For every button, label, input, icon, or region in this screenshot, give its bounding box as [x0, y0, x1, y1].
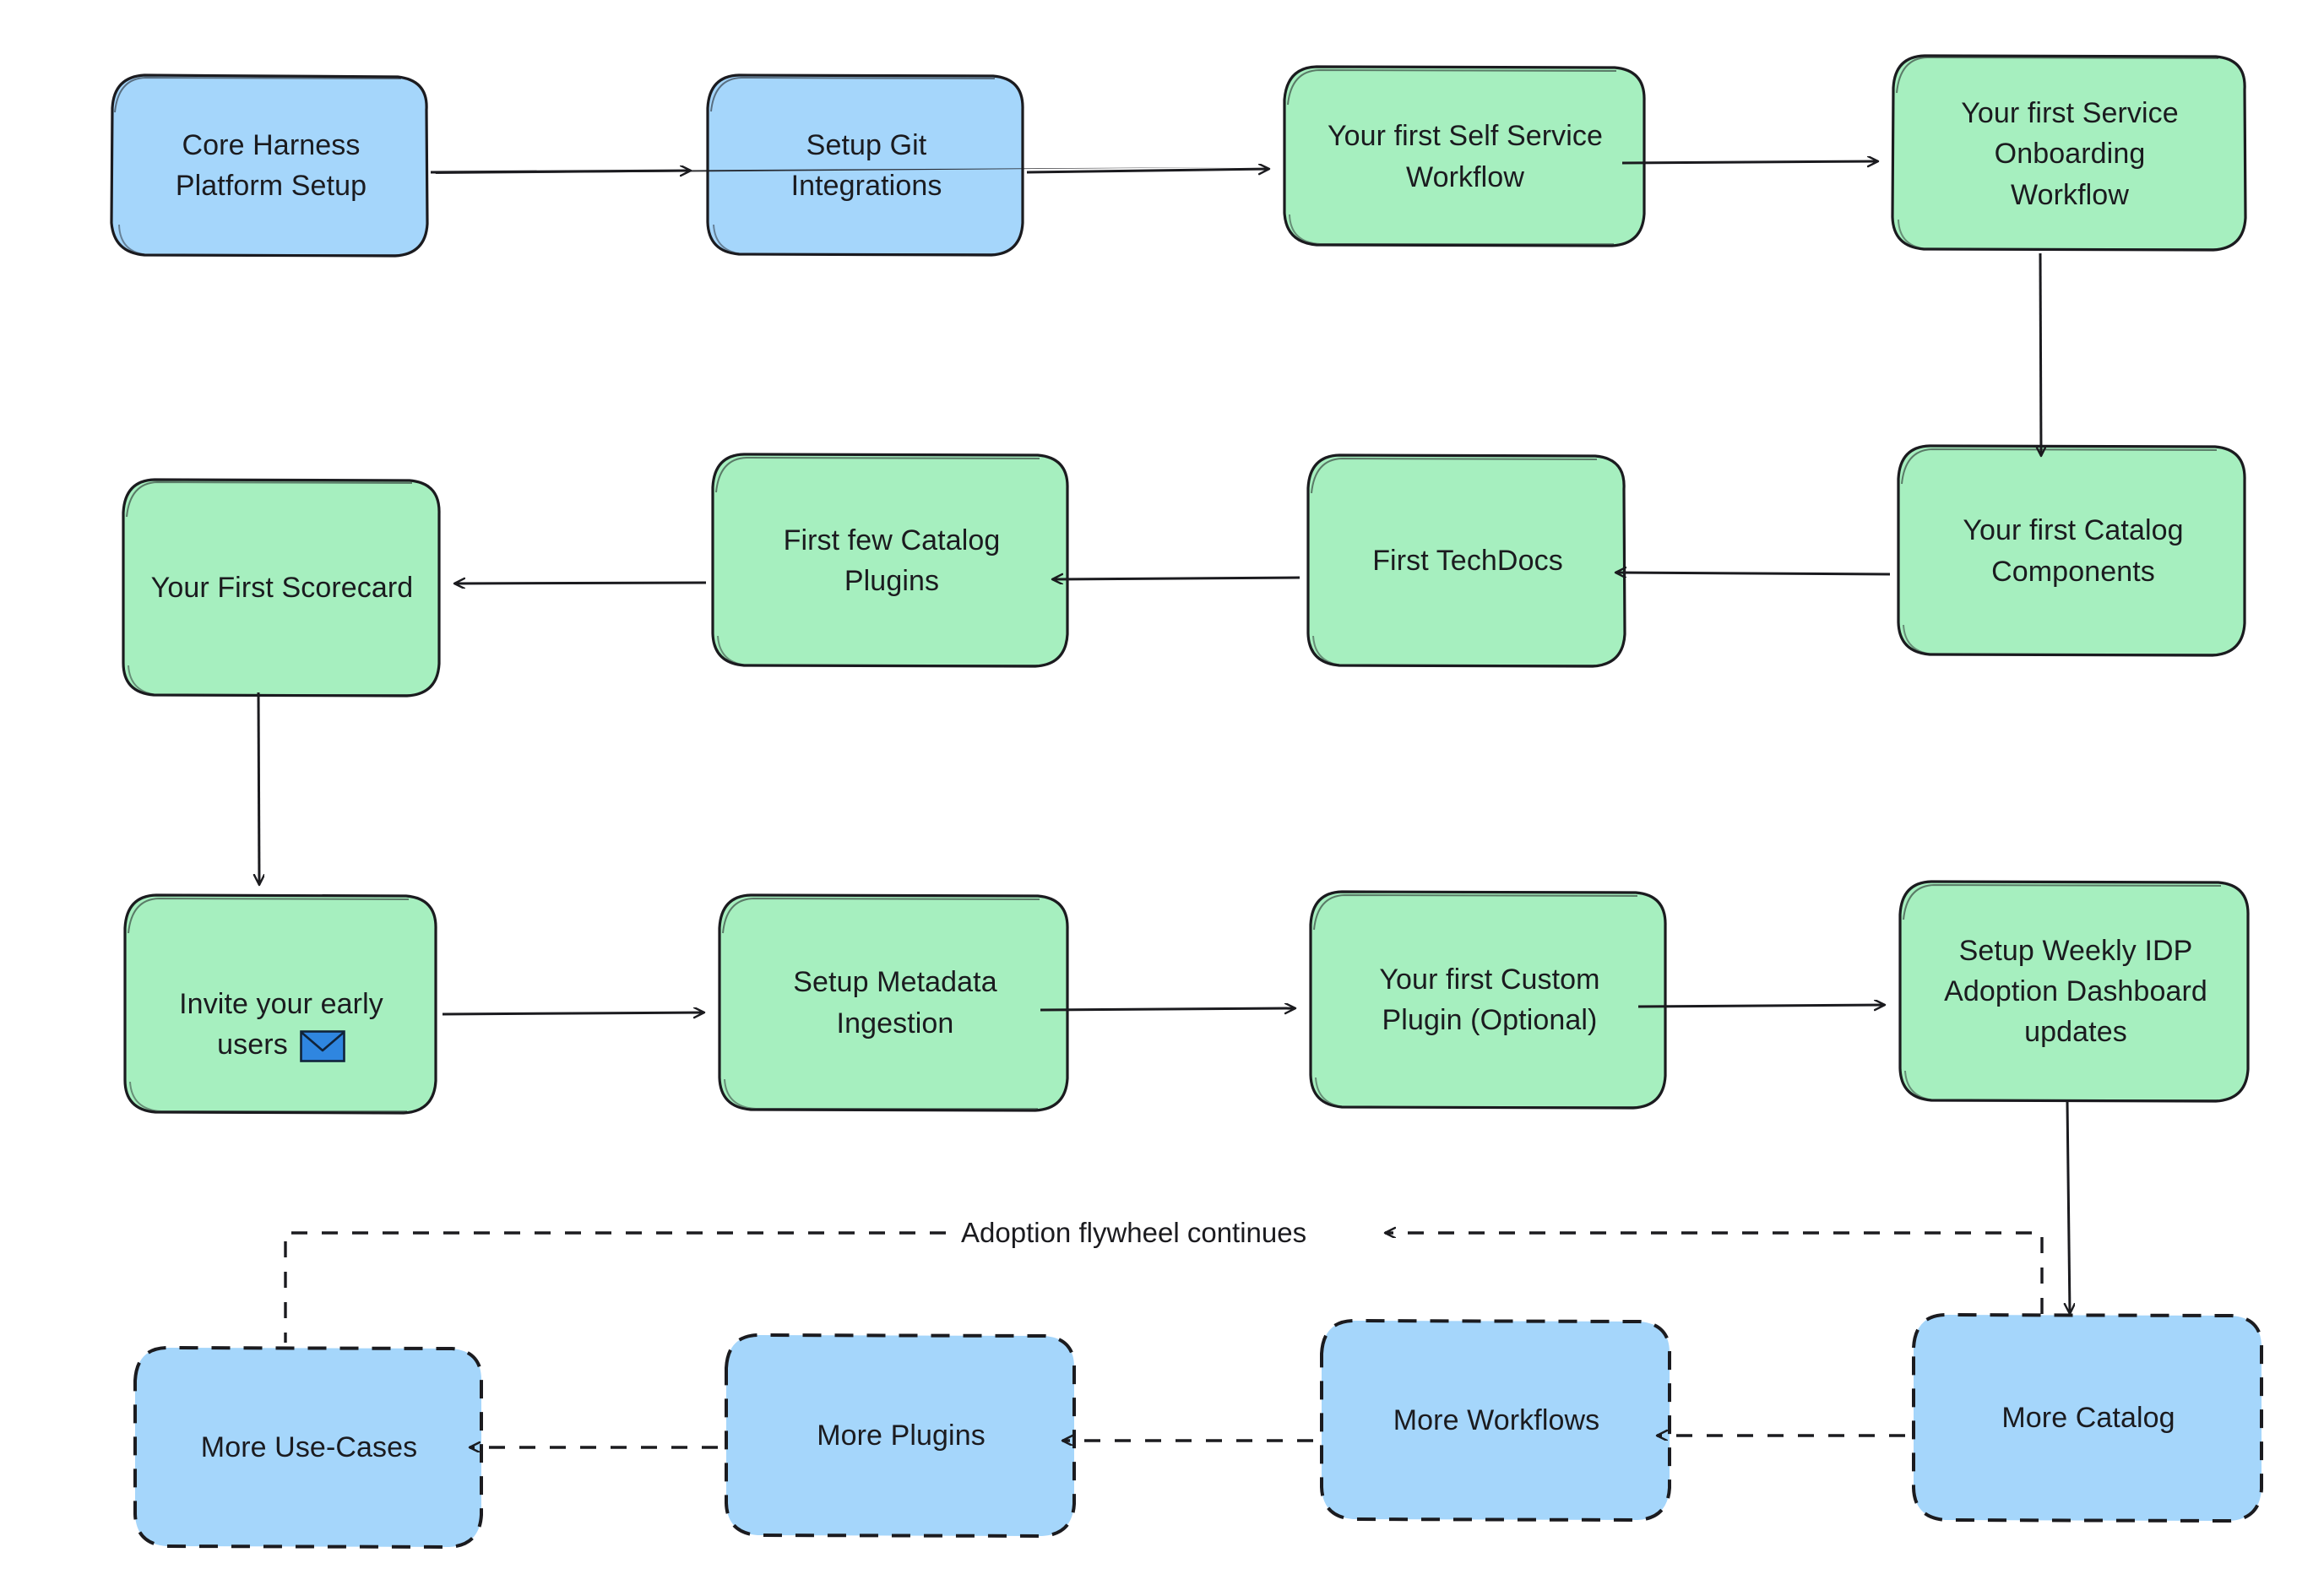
node-your-first-scorecard[interactable] [122, 478, 441, 698]
node-your-first-service-onboarding-workflow[interactable] [1891, 54, 2247, 252]
node-more-workflows[interactable] [1320, 1319, 1672, 1522]
edge-techdocs-to-catalog-plugins [1052, 578, 1300, 579]
edge-onboarding-to-catalog-components [2040, 252, 2041, 456]
edge-self-service-to-onboarding [1621, 161, 1878, 163]
edge-catalog-components-to-techdocs [1615, 573, 1891, 574]
node-core-harness-platform-setup[interactable] [110, 73, 429, 258]
edge-metadata-ingestion-to-custom-plugin [1040, 1008, 1295, 1010]
node-more-plugins[interactable] [725, 1333, 1077, 1538]
edge-label-adoption-flywheel: Adoption flywheel continues [953, 1216, 1316, 1250]
node-first-few-catalog-plugins[interactable] [711, 453, 1069, 668]
node-your-first-self-service-workflow[interactable] [1283, 65, 1646, 247]
edge-adoption-flywheel [284, 1233, 2044, 1343]
node-more-catalog[interactable] [1912, 1313, 2264, 1523]
edge-git-to-self-service [1026, 169, 1269, 172]
edge-weekly-dashboard-to-more-catalog [2067, 1101, 2070, 1314]
node-first-techdocs[interactable] [1306, 453, 1626, 668]
node-your-first-custom-plugin-optional[interactable] [1309, 890, 1667, 1110]
edge-invite-users-to-metadata-ingestion [442, 1012, 704, 1014]
node-your-first-catalog-components[interactable] [1897, 444, 2246, 657]
node-invite-your-early-users[interactable] [123, 893, 437, 1115]
edge-custom-plugin-to-weekly-dashboard [1637, 1005, 1885, 1007]
node-setup-metadata-ingestion[interactable] [718, 893, 1069, 1112]
node-setup-weekly-idp-adoption-dashboard-updates[interactable] [1898, 880, 2250, 1103]
edge-catalog-plugins-to-scorecard [454, 583, 707, 584]
node-setup-git-integrations[interactable] [706, 73, 1024, 257]
edge-core-to-git [430, 167, 1240, 174]
edge-scorecard-to-invite-users [258, 692, 259, 885]
node-more-use-cases[interactable] [133, 1346, 484, 1549]
